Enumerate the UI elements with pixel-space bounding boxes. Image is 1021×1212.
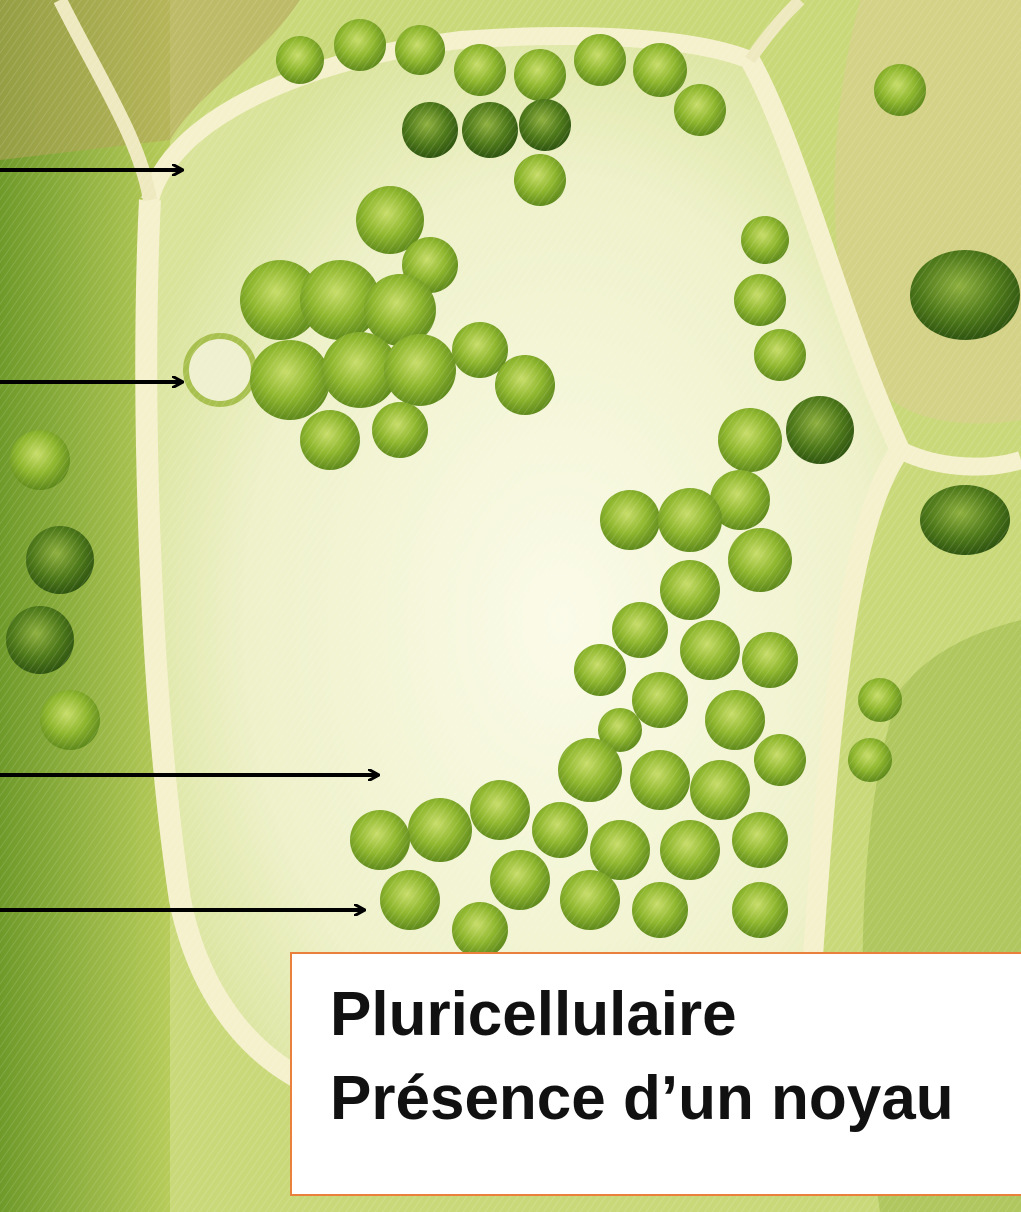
caption-line-2: Présence d’un noyau: [330, 1068, 954, 1130]
caption-line-1: Pluricellulaire: [330, 984, 737, 1046]
caption-box: Pluricellulaire Présence d’un noyau: [290, 952, 1021, 1196]
